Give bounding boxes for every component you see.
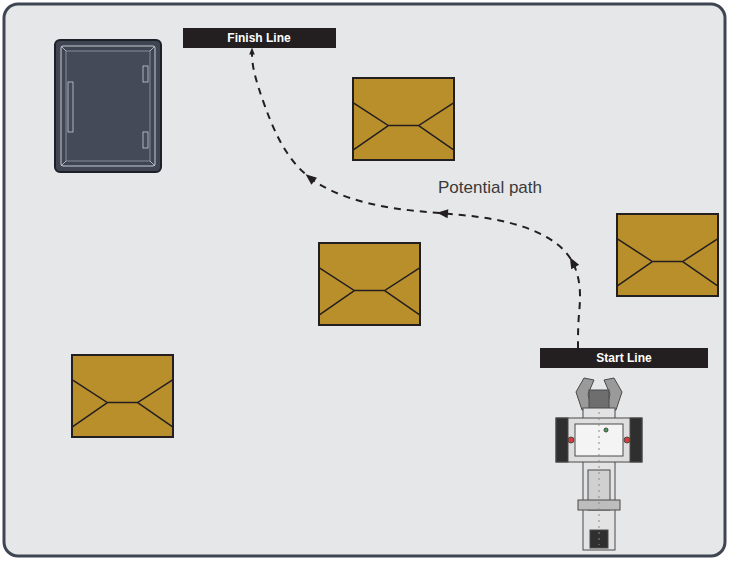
line-marker-band: Start Line	[540, 348, 708, 368]
path-arrowhead	[437, 208, 449, 218]
band-text: Start Line	[596, 351, 651, 365]
robot	[556, 378, 642, 550]
envelope	[72, 355, 173, 437]
dashed-path	[252, 49, 580, 348]
line-marker-band: Finish Line	[183, 28, 336, 48]
field-mat	[4, 4, 725, 556]
tray	[55, 40, 161, 172]
path-arrow	[252, 49, 580, 348]
path-label: Potential path	[436, 178, 544, 198]
path-arrowhead	[566, 255, 579, 269]
envelope	[353, 78, 454, 160]
band-text: Finish Line	[227, 31, 290, 45]
envelopes	[72, 78, 718, 437]
envelope	[319, 243, 420, 325]
path-arrowhead	[303, 171, 317, 185]
envelope	[617, 214, 718, 296]
